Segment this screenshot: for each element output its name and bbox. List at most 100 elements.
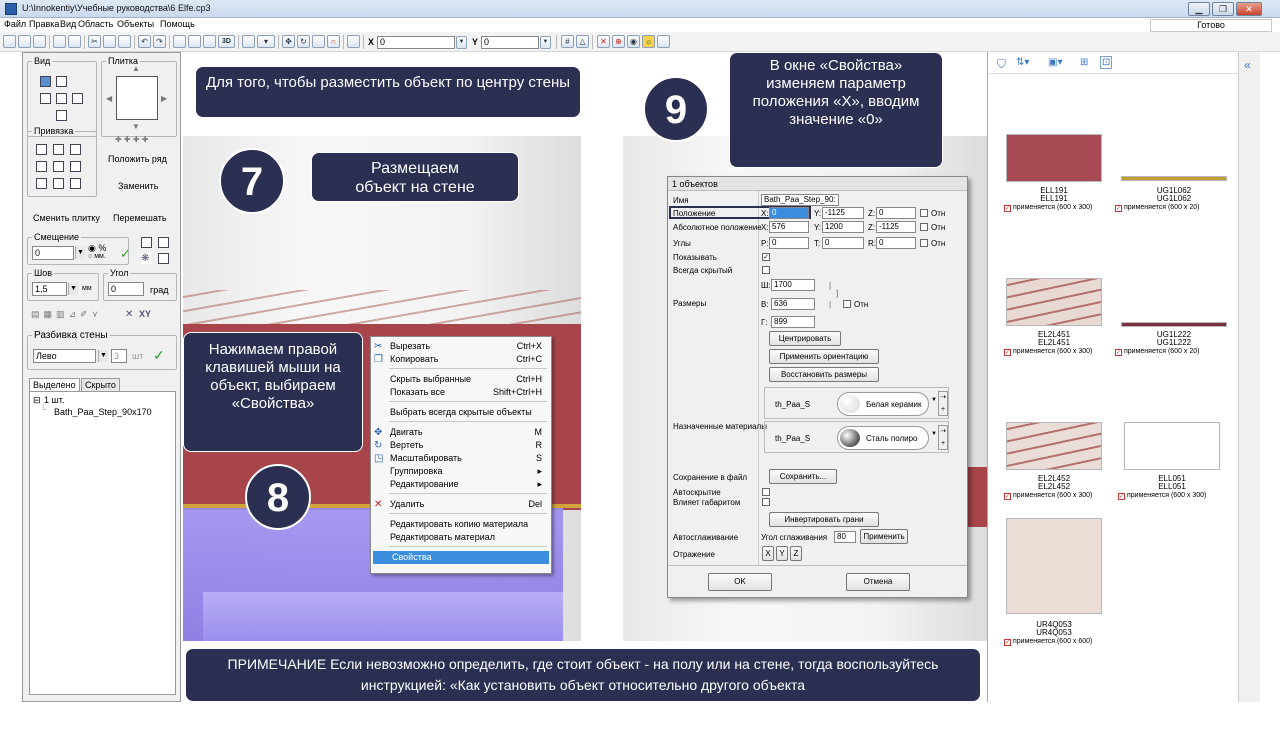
show-checkbox[interactable]: ✓: [762, 253, 770, 261]
tile-preview[interactable]: [116, 76, 158, 120]
usage-check-icon[interactable]: ✓: [1004, 639, 1011, 646]
material-swatch[interactable]: [1006, 422, 1102, 470]
offset-mode2-icon[interactable]: [158, 237, 169, 248]
abs-y-input[interactable]: 1200: [822, 221, 864, 233]
rotate-icon[interactable]: ↻: [297, 35, 310, 48]
offset-mode1-icon[interactable]: [141, 237, 152, 248]
xy-tool-button[interactable]: XY: [139, 309, 152, 319]
restore-size-button[interactable]: Восстановить размеры: [769, 367, 879, 382]
view-cube-right-icon[interactable]: [72, 93, 83, 104]
offset-dropdown-icon[interactable]: ▼: [75, 247, 85, 259]
pos-x-input[interactable]: 0: [769, 207, 809, 219]
offset-grid-icon[interactable]: ❋: [141, 253, 152, 264]
tile-up-arrow-icon[interactable]: ▲: [132, 64, 140, 73]
ang-p-input[interactable]: 0: [769, 237, 809, 249]
wall-split-input[interactable]: Лево: [33, 349, 96, 363]
abs-x-input[interactable]: 576: [769, 221, 809, 233]
print-icon[interactable]: [53, 35, 66, 48]
view-cube-icon[interactable]: [56, 76, 67, 87]
redo-icon[interactable]: ↷: [153, 35, 166, 48]
delete-icon[interactable]: ✕: [597, 35, 610, 48]
move-icon[interactable]: ✥: [282, 35, 295, 48]
filter-icon[interactable]: ⛉: [997, 57, 1007, 71]
mirror-x-button[interactable]: X: [762, 546, 774, 561]
target-icon[interactable]: ⊕: [612, 35, 625, 48]
usage-check-icon[interactable]: ✓: [1004, 349, 1011, 356]
menu-view[interactable]: Вид: [60, 19, 77, 29]
usage-check-icon[interactable]: ✓: [1115, 349, 1122, 356]
tile-tools-icons[interactable]: ▤▦▥⊿✐⋎: [31, 309, 103, 319]
tile-down-arrow-icon[interactable]: ▼: [132, 122, 140, 131]
snap-bottom-icon[interactable]: [53, 178, 64, 189]
view-mode-icon[interactable]: ▣▾: [1048, 57, 1063, 68]
seam-input[interactable]: 1,5: [32, 282, 67, 296]
material-swatch[interactable]: [1006, 134, 1102, 182]
ctx-edit-material-copy[interactable]: Редактировать копию материала: [371, 518, 550, 531]
ctx-edit-material[interactable]: Редактировать материал: [371, 531, 550, 544]
wall-split-count-input[interactable]: 3: [111, 349, 127, 363]
shuffle-button[interactable]: Перемешать: [113, 213, 167, 223]
material-swatch[interactable]: [1121, 322, 1227, 327]
offset-input[interactable]: 0: [32, 246, 74, 260]
menu-objects[interactable]: Объекты: [117, 19, 155, 29]
snap-bottom-left-icon[interactable]: [36, 178, 47, 189]
view-cube-top-icon[interactable]: [56, 93, 67, 104]
change-tile-button[interactable]: Сменить плитку: [33, 213, 100, 223]
prop-name-input[interactable]: Bath_Paa_Step_90:: [761, 194, 839, 206]
save-button[interactable]: Сохранить...: [769, 469, 837, 484]
lay-row-button[interactable]: Положить ряд: [108, 154, 167, 164]
menu-help[interactable]: Помощь: [160, 19, 195, 29]
close-button[interactable]: ✕: [1236, 2, 1262, 16]
save-icon[interactable]: [33, 35, 46, 48]
material-swatch[interactable]: [1121, 176, 1227, 181]
pos-y-input[interactable]: -1125: [822, 207, 864, 219]
invert-faces-button[interactable]: Инвертировать грани: [769, 512, 879, 527]
sort-icon[interactable]: ⇅▾: [1016, 57, 1030, 68]
section-view-icon[interactable]: [203, 35, 216, 48]
undo-icon[interactable]: ↶: [138, 35, 151, 48]
size-w-input[interactable]: 1700: [771, 279, 815, 291]
menu-area[interactable]: Область: [78, 19, 114, 29]
always-hidden-checkbox[interactable]: [762, 266, 770, 274]
wall-split-apply-check-icon[interactable]: ✓: [153, 347, 165, 363]
ruler-icon[interactable]: [347, 35, 360, 48]
mat1-pick-icon[interactable]: ⇢+: [938, 391, 948, 416]
pos-z-input[interactable]: 0: [876, 207, 916, 219]
snap-top-left-icon[interactable]: [36, 144, 47, 155]
ctx-select-hidden[interactable]: Выбрать всегда скрытые объекты: [371, 406, 550, 419]
new-file-icon[interactable]: [3, 35, 16, 48]
smooth-angle-input[interactable]: 80: [834, 531, 856, 543]
ctx-grouping[interactable]: Группировка▸: [371, 465, 550, 478]
mirror-z-button[interactable]: Z: [790, 546, 802, 561]
tab-selected[interactable]: Выделено: [29, 378, 80, 392]
usage-check-icon[interactable]: ✓: [1004, 205, 1011, 212]
tile-left-arrow-icon[interactable]: ◀: [106, 94, 113, 103]
magnet-icon[interactable]: ∩: [327, 35, 340, 48]
snap-left-icon[interactable]: [36, 161, 47, 172]
tab-hidden[interactable]: Скрыто: [81, 378, 120, 392]
offset-frame-icon[interactable]: [158, 253, 169, 264]
maximize-button[interactable]: ❐: [1212, 2, 1234, 16]
cancel-button[interactable]: Отмена: [846, 573, 910, 591]
camera-dropdown-icon[interactable]: ▾: [257, 35, 275, 48]
ctx-editing[interactable]: Редактирование▸: [371, 478, 550, 491]
apply-orientation-button[interactable]: Применить ориентацию: [769, 349, 879, 364]
snap-top-icon[interactable]: [53, 144, 64, 155]
menu-file[interactable]: Файл: [4, 19, 27, 29]
measure-icon[interactable]: [242, 35, 255, 48]
scale-icon[interactable]: [312, 35, 325, 48]
tree-root-item[interactable]: 1 шт.: [44, 395, 65, 405]
wall-split-dropdown-icon[interactable]: ▼: [98, 350, 108, 362]
3d-view-icon[interactable]: 3D: [218, 35, 235, 48]
offset-mm-radio[interactable]: ○ мм.: [88, 253, 106, 260]
ang-t-input[interactable]: 0: [822, 237, 864, 249]
eye-icon[interactable]: ◉: [627, 35, 640, 48]
seam-dropdown-icon[interactable]: ▼: [68, 283, 78, 295]
mat1-dropdown-icon[interactable]: ▼: [931, 397, 937, 403]
collapse-panel-icon[interactable]: «: [1244, 58, 1251, 72]
ok-button[interactable]: OK: [708, 573, 772, 591]
paste-icon[interactable]: [118, 35, 131, 48]
